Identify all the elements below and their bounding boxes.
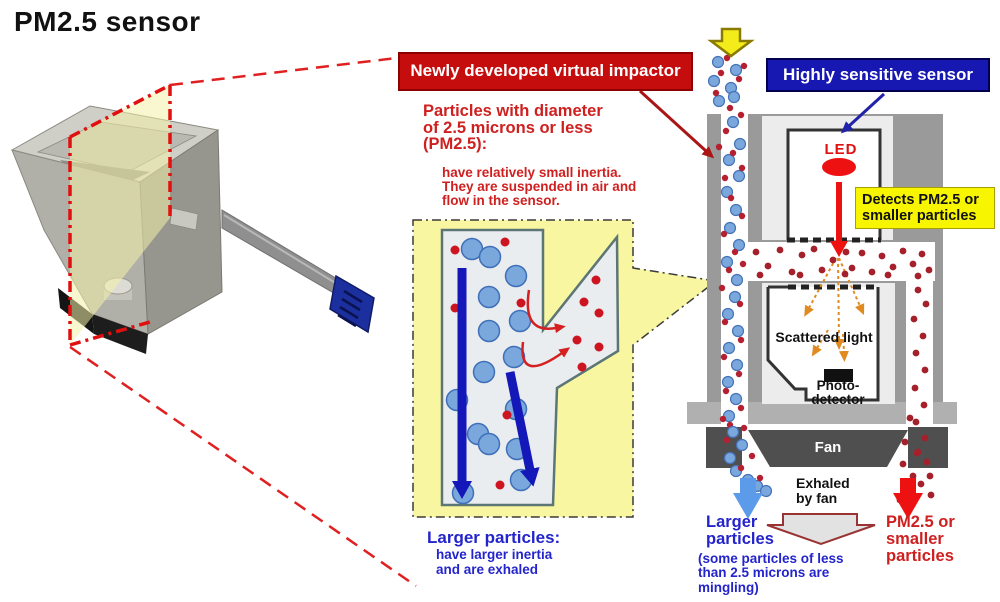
page-title: PM2.5 sensor xyxy=(14,6,201,37)
virtual-impactor-banner: Newly developed virtual impactor xyxy=(398,52,693,91)
sensor-device-illustration xyxy=(10,105,375,354)
impactor-pointer-arrow xyxy=(638,89,715,159)
led-ellipse xyxy=(822,158,856,176)
exhaust-block-arrow xyxy=(766,513,876,546)
photo-detector-block xyxy=(824,369,853,382)
inset-small-particles xyxy=(450,237,604,490)
detects-pm25-callout: Detects PM2.5 or smaller particles xyxy=(855,187,995,230)
inset-caption-heading: Larger particles: xyxy=(427,528,561,547)
sensitive-sensor-banner: Highly sensitive sensor xyxy=(766,58,990,92)
exhaled-by-fan-label: Exhaled by fan xyxy=(796,475,850,506)
pm25-smaller-exit-label: PM2.5 or smaller particles xyxy=(886,513,955,565)
larger-particles-exit-label: Larger particles xyxy=(706,513,774,548)
led-label: LED xyxy=(824,141,858,158)
inset-caption-body: have larger inertia and are exhaled xyxy=(436,547,553,577)
fan-label: Fan xyxy=(814,439,842,456)
fan-block xyxy=(748,430,908,467)
scattered-light-arrows xyxy=(804,257,865,362)
large-particle-arrows xyxy=(452,268,540,499)
down-intake-arrow xyxy=(707,27,755,58)
cross-section-plane xyxy=(68,83,172,347)
pm25-particles-heading: Particles with diameter of 2.5 microns o… xyxy=(423,102,603,153)
scattered-light-label: Scattered light xyxy=(775,329,873,345)
impactor-inset-box xyxy=(412,219,718,518)
small-particle-arrows xyxy=(521,289,571,368)
mingling-note: (some particles of less than 2.5 microns… xyxy=(698,551,844,595)
sensor-pointer-arrow xyxy=(840,92,886,134)
zoom-dashed-lines xyxy=(69,56,417,588)
photo-detector-label: Photo- detector xyxy=(811,378,865,407)
pm25-particles-description: have relatively small inertia. They are … xyxy=(442,165,637,208)
